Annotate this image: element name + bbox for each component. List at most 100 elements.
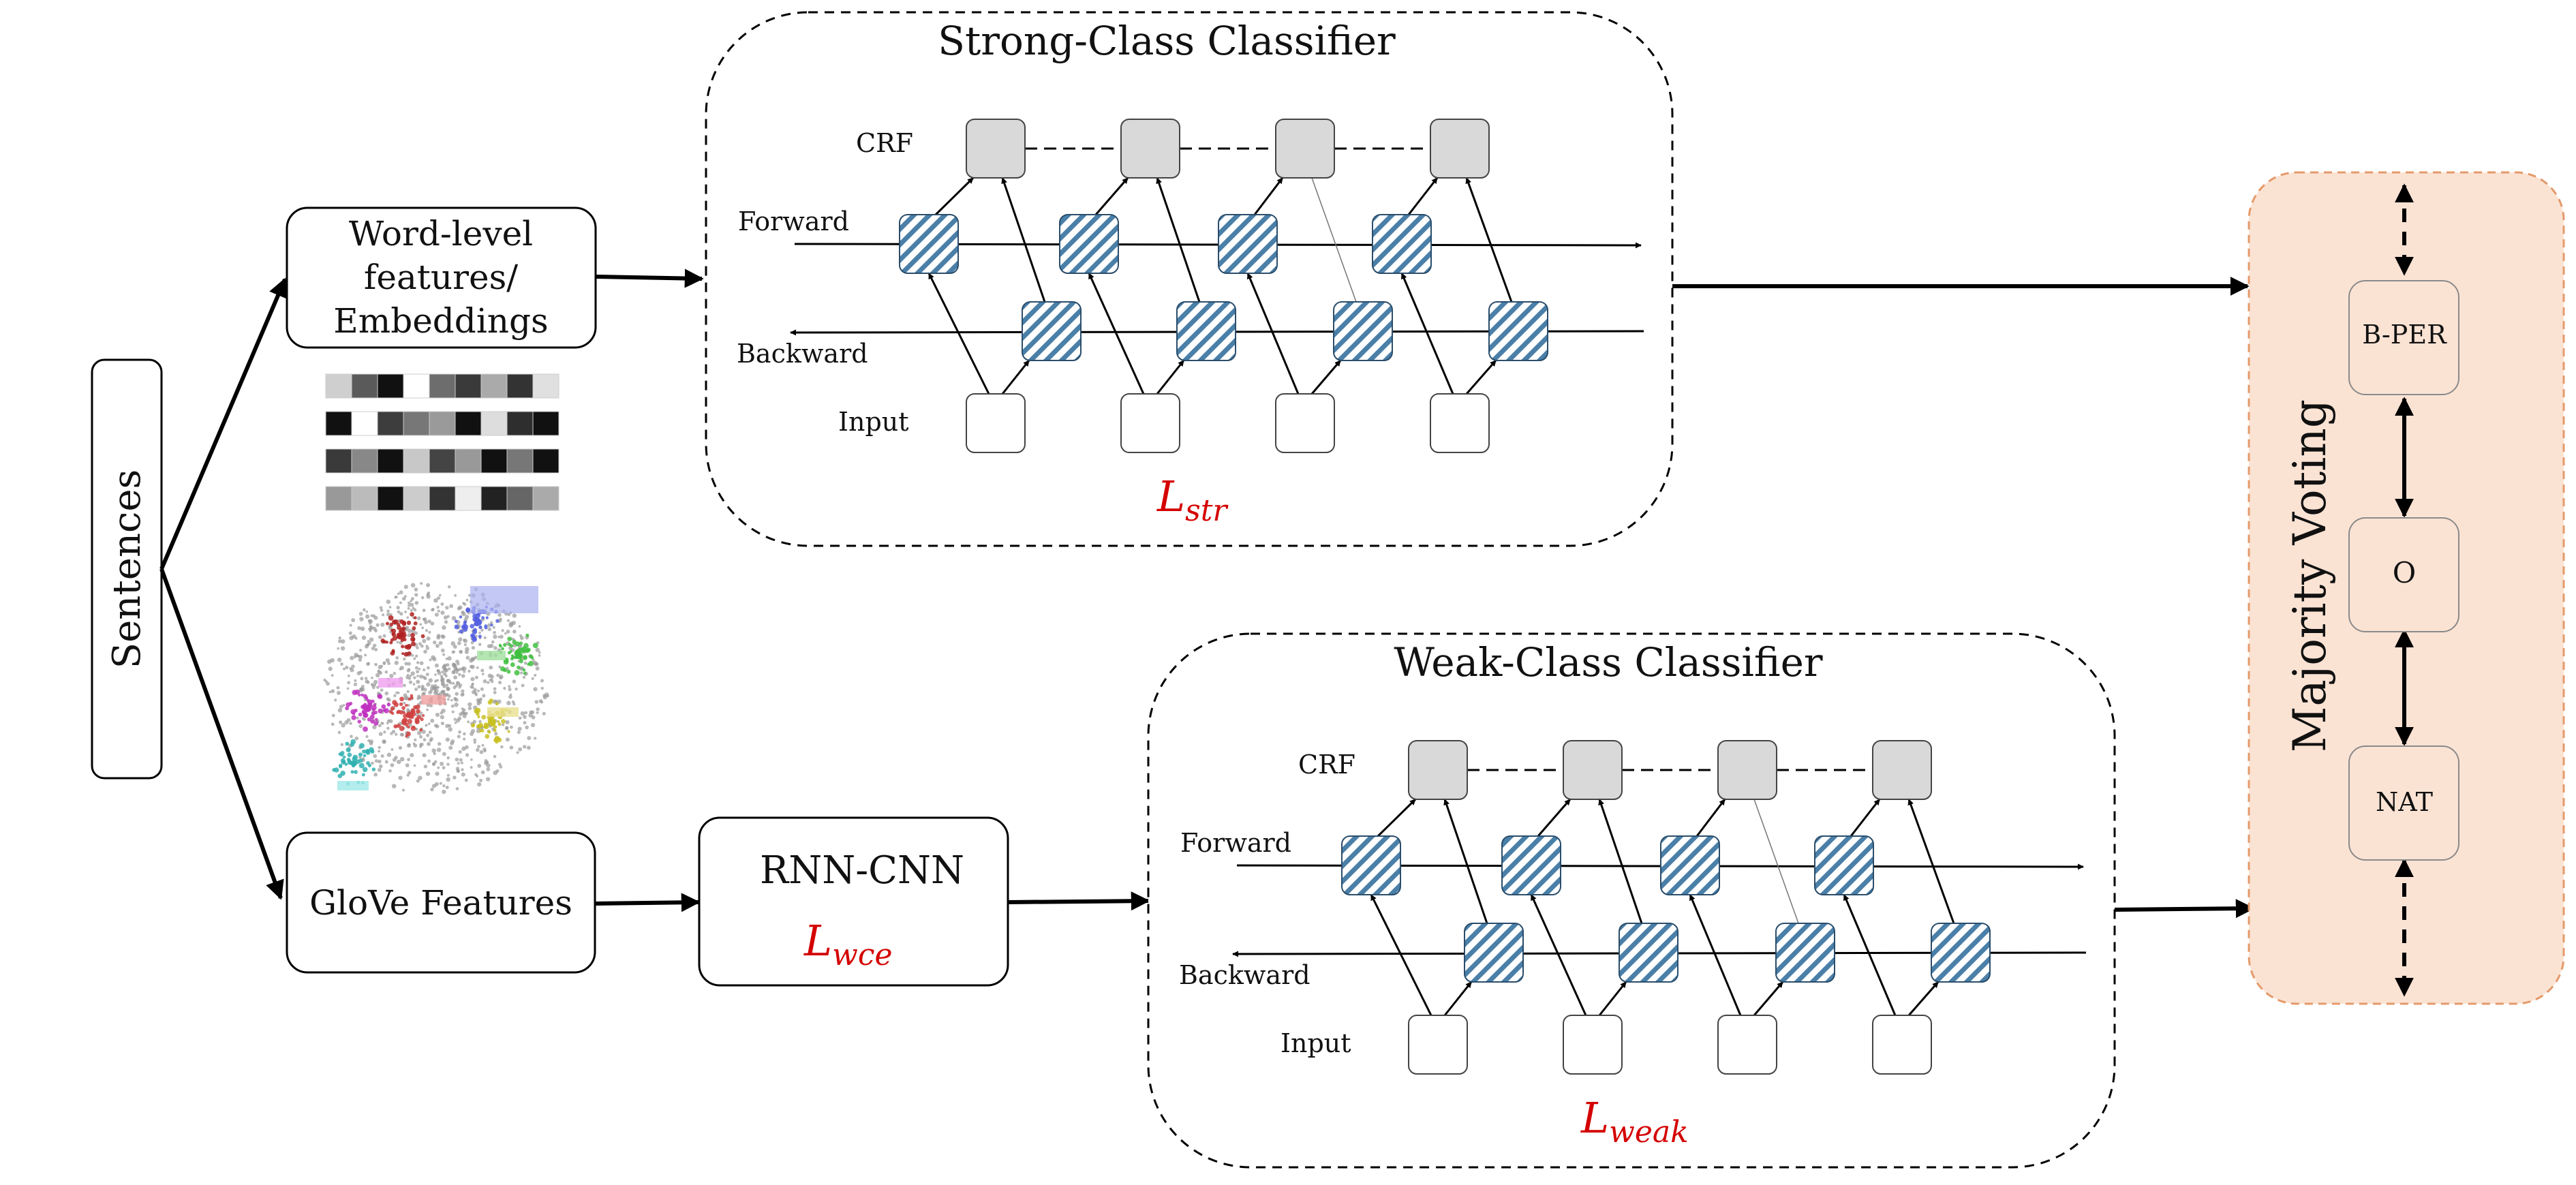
embedding-cell bbox=[532, 411, 559, 436]
embedding-point bbox=[416, 670, 420, 674]
embedding-point bbox=[540, 701, 544, 704]
input-to-backward-arrow bbox=[1465, 360, 1497, 395]
embedding-point bbox=[377, 669, 380, 673]
embedding-cluster-point bbox=[401, 620, 406, 626]
embedding-cluster-point bbox=[527, 662, 530, 666]
embedding-point bbox=[394, 596, 397, 599]
input-to-backward-arrow bbox=[1753, 981, 1784, 1016]
embedding-point bbox=[440, 611, 445, 615]
embedding-cluster-point bbox=[358, 712, 363, 717]
embedding-cluster-point bbox=[354, 770, 358, 774]
embedding-point bbox=[465, 656, 470, 660]
embedding-point bbox=[535, 666, 540, 671]
embedding-cluster-point bbox=[484, 624, 487, 628]
embedding-point bbox=[440, 761, 444, 767]
glove-box: GloVe Features bbox=[286, 831, 596, 974]
embedding-point bbox=[440, 715, 444, 720]
embedding-cell bbox=[351, 448, 378, 474]
embedding-point bbox=[340, 743, 344, 746]
embedding-point bbox=[391, 729, 396, 734]
embedding-point bbox=[446, 683, 449, 687]
embedding-point bbox=[485, 777, 491, 782]
embedding-point bbox=[393, 694, 397, 698]
embedding-point bbox=[499, 765, 503, 769]
embedding-cluster-point bbox=[382, 640, 385, 643]
embedding-point bbox=[418, 674, 423, 679]
embedding-point bbox=[487, 681, 490, 684]
embedding-point bbox=[374, 662, 378, 666]
cluster-tag bbox=[487, 707, 519, 717]
embedding-point bbox=[538, 651, 541, 654]
embedding-point bbox=[480, 687, 484, 691]
embedding-point bbox=[416, 661, 420, 664]
embedding-point bbox=[374, 759, 378, 763]
embedding-point bbox=[516, 751, 519, 754]
embedding-cluster-point bbox=[420, 717, 424, 722]
embedding-point bbox=[478, 643, 482, 647]
embedding-point bbox=[446, 687, 450, 692]
embedding-point bbox=[500, 745, 504, 749]
crf-node bbox=[1563, 740, 1623, 800]
embedding-point bbox=[394, 660, 399, 665]
embedding-point bbox=[458, 605, 463, 610]
embedding-point bbox=[453, 696, 457, 701]
embedding-point bbox=[384, 670, 388, 674]
embedding-point bbox=[386, 612, 390, 617]
embedding-point bbox=[450, 741, 454, 745]
embedding-point bbox=[486, 763, 491, 768]
embedding-cluster-point bbox=[416, 715, 421, 720]
embedding-point bbox=[364, 644, 369, 649]
embedding-cluster-point bbox=[373, 721, 379, 726]
embedding-point bbox=[470, 641, 474, 645]
embedding-point bbox=[436, 635, 441, 640]
embedding-point bbox=[363, 718, 366, 721]
crf-node bbox=[1408, 740, 1468, 800]
embedding-point bbox=[390, 763, 395, 767]
embedding-point bbox=[487, 627, 492, 632]
embedding-point bbox=[467, 706, 472, 711]
embedding-cell bbox=[480, 486, 508, 511]
embedding-point bbox=[470, 728, 476, 734]
embedding-point bbox=[437, 766, 440, 769]
embedding-cluster-point bbox=[463, 621, 467, 625]
embedding-point bbox=[454, 703, 459, 707]
embedding-cluster-point bbox=[389, 641, 393, 645]
embedding-point bbox=[405, 675, 410, 679]
embedding-point bbox=[337, 730, 341, 735]
embedding-point bbox=[493, 690, 497, 694]
embedding-cluster-point bbox=[391, 619, 397, 625]
embedding-point bbox=[522, 745, 527, 749]
embedding-point bbox=[433, 760, 438, 764]
embedding-point bbox=[407, 601, 411, 605]
embedding-point bbox=[361, 684, 365, 688]
input-to-backward-arrow bbox=[1310, 360, 1342, 395]
embedding-point bbox=[534, 673, 537, 677]
embedding-point bbox=[395, 733, 398, 736]
embedding-cluster-point bbox=[410, 694, 414, 698]
embedding-cluster-point bbox=[459, 629, 463, 634]
embedding-point bbox=[385, 658, 390, 663]
embedding-point bbox=[422, 638, 427, 643]
embedding-point bbox=[372, 643, 377, 648]
embedding-cell bbox=[455, 373, 482, 399]
embedding-point bbox=[336, 686, 340, 690]
embedding-point bbox=[354, 679, 357, 682]
embedding-point bbox=[531, 677, 534, 680]
backward-lstm-node bbox=[1488, 301, 1548, 361]
embedding-point bbox=[403, 657, 406, 661]
embedding-cluster-point bbox=[389, 622, 394, 627]
embedding-cluster-point bbox=[510, 662, 515, 667]
embedding-point bbox=[408, 771, 412, 775]
embedding-point bbox=[327, 659, 332, 664]
embedding-cluster-point bbox=[523, 671, 527, 675]
embedding-point bbox=[518, 747, 523, 752]
embedding-cluster-point bbox=[399, 632, 403, 636]
embedding-cluster-point bbox=[454, 624, 459, 630]
embedding-point bbox=[534, 700, 539, 704]
crf-node bbox=[1275, 119, 1335, 179]
embedding-cluster-point bbox=[519, 641, 523, 645]
embedding-cluster-point bbox=[515, 649, 520, 655]
embedding-point bbox=[463, 643, 467, 647]
embedding-cluster-point bbox=[490, 624, 493, 627]
embedding-cluster-point bbox=[485, 616, 489, 619]
